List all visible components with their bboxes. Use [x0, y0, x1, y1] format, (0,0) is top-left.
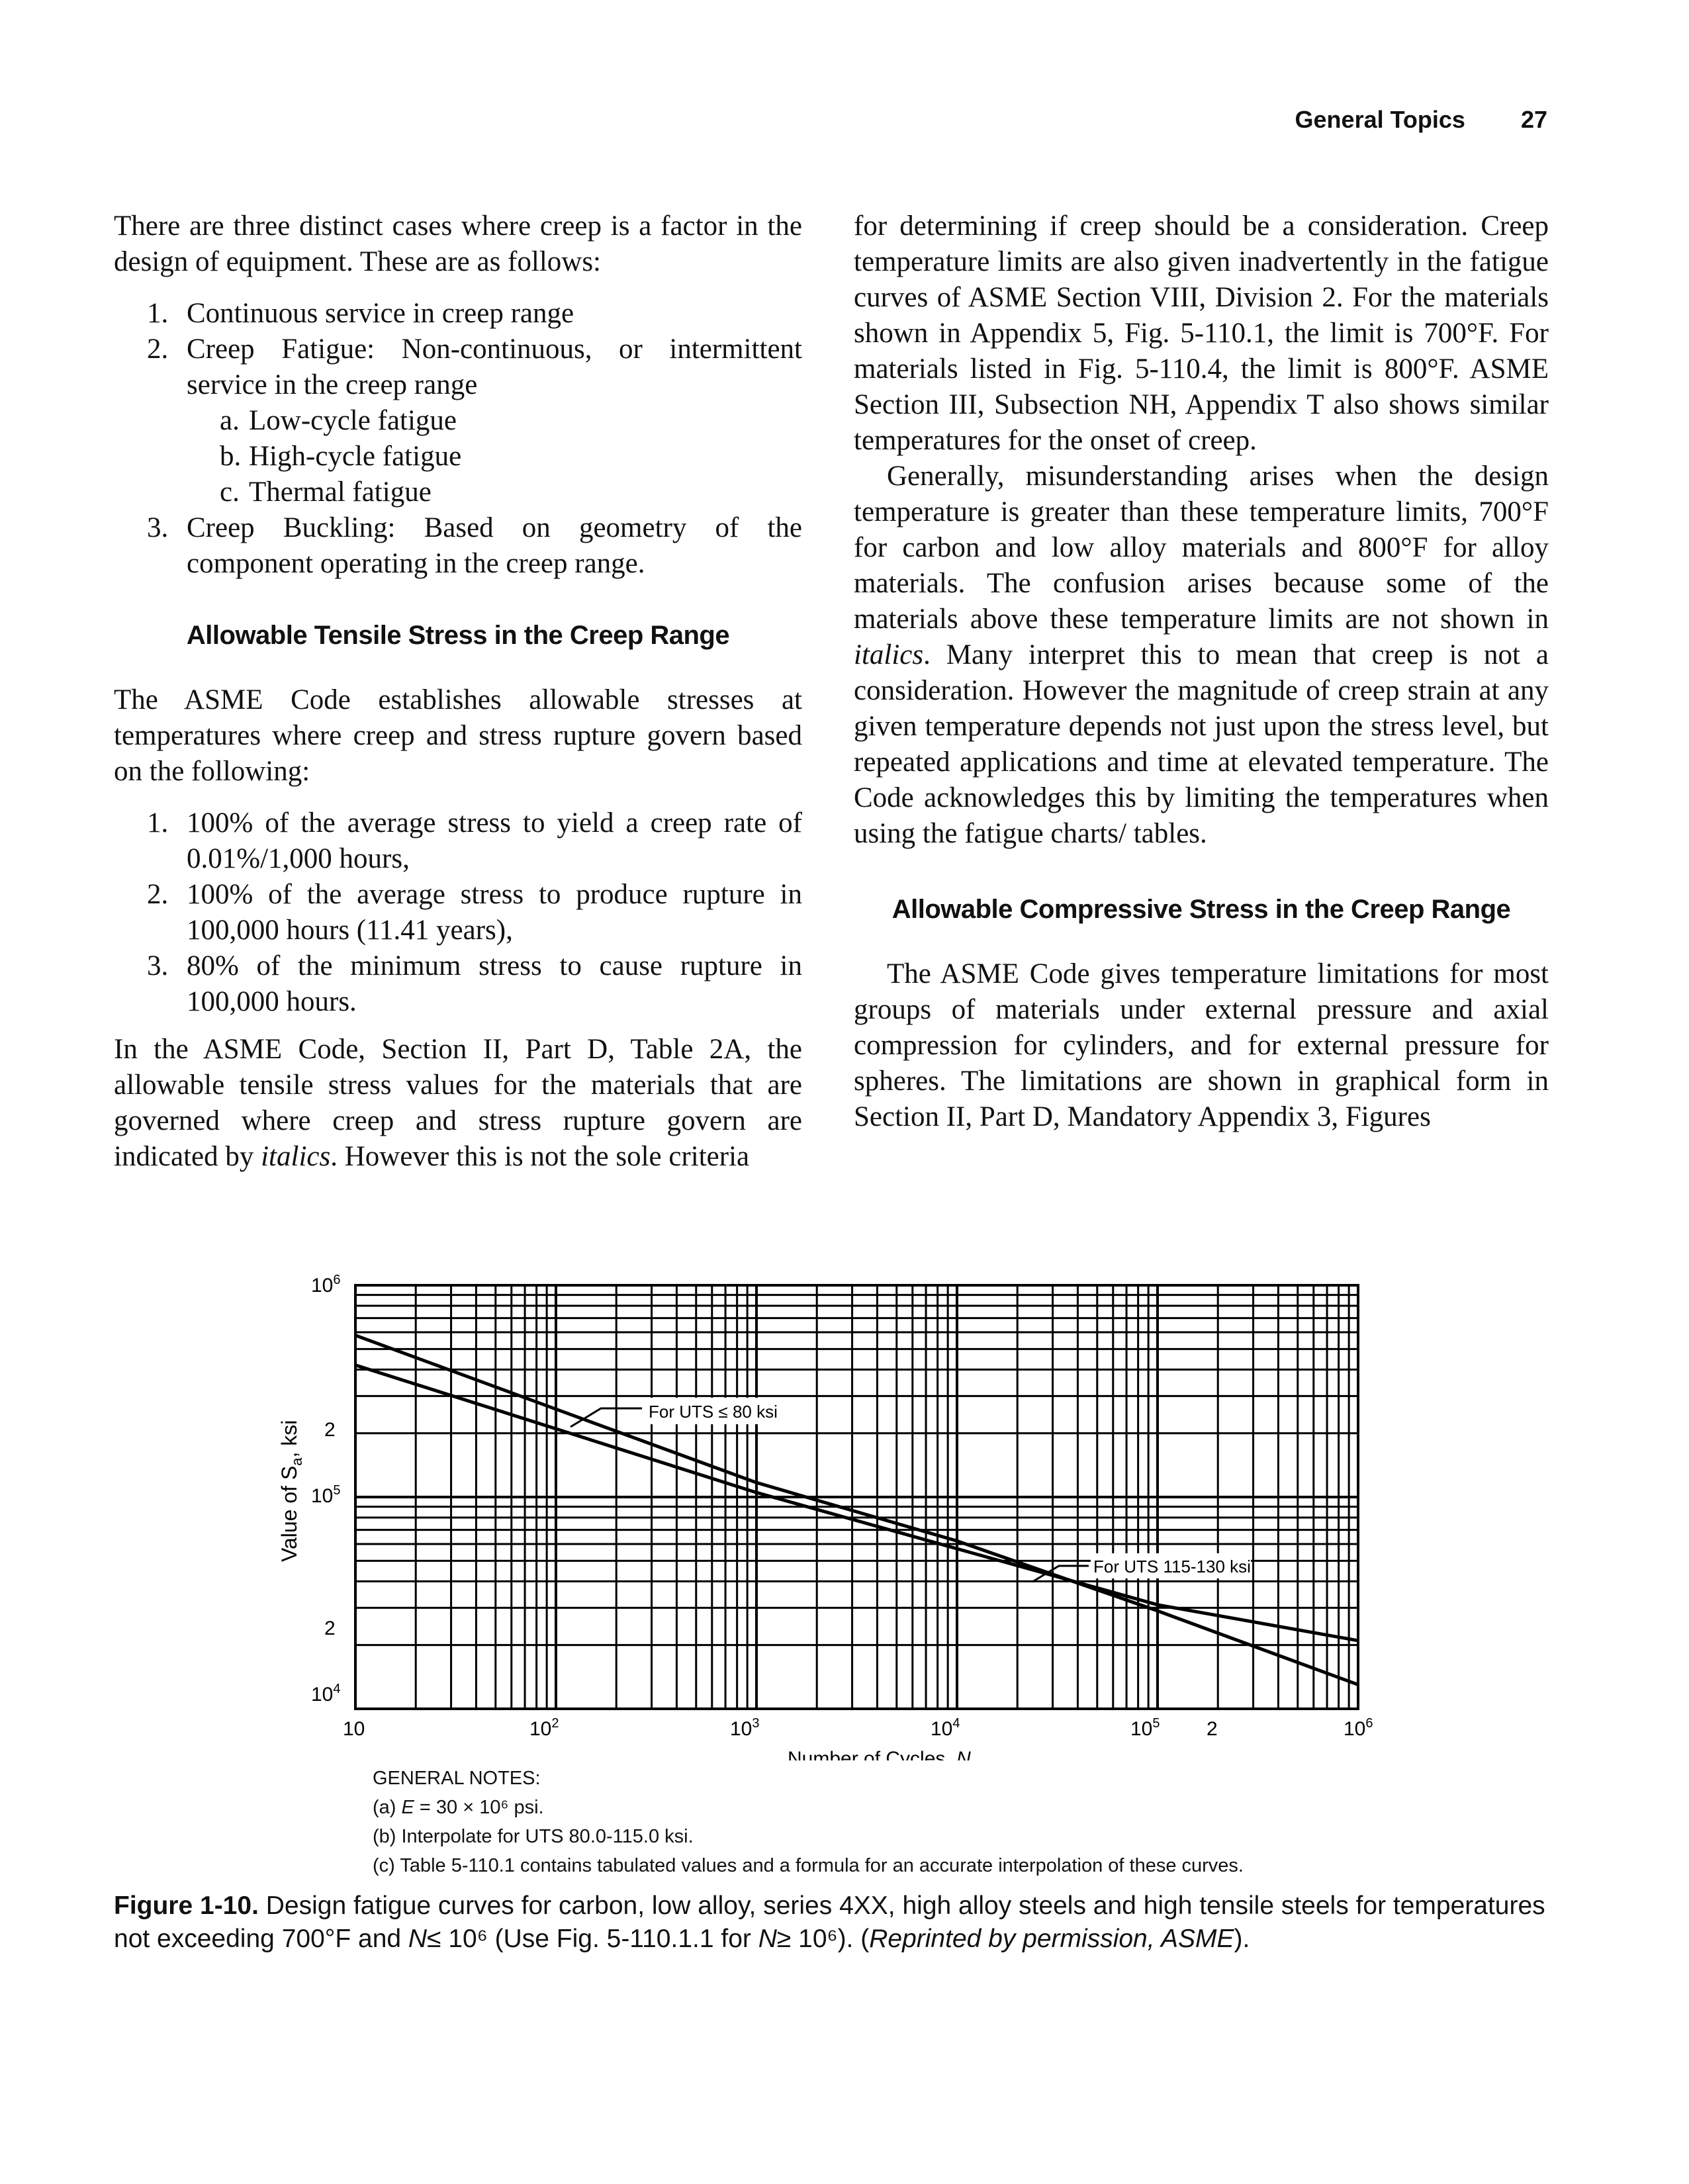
y-axis-title: Value of Sa, ksi	[277, 1420, 305, 1562]
note-b: (b) Interpolate for UTS 80.0-115.0 ksi.	[373, 1826, 694, 1847]
sub-list-item: a. Low-cycle fatigue	[187, 403, 802, 439]
list-number: 1.	[147, 298, 169, 329]
label-background	[1091, 1553, 1251, 1578]
leader-line	[570, 1407, 642, 1428]
italic-text: E	[401, 1797, 414, 1818]
leader-line	[1032, 1565, 1089, 1583]
text-run: . However this is not the sole criteria	[330, 1141, 750, 1172]
body-paragraph: The ASME Code establishes allowable stre…	[114, 684, 802, 787]
note-c: (c) Table 5-110.1 contains tabulated val…	[373, 1855, 1244, 1876]
label-background	[645, 1398, 781, 1424]
body-paragraph: In the ASME Code, Section II, Part D, Ta…	[114, 1032, 802, 1175]
fatigue-chart: 106 2 105 2 104 10 102 103 104 105 2 106…	[277, 1273, 1373, 1760]
caption-label: Figure 1-10.	[114, 1891, 259, 1920]
list-text: 100% of the average stress to produce ru…	[187, 879, 802, 946]
text-run: . Many interpret this to mean that creep…	[854, 639, 1549, 849]
list-item: 2. Creep Fatigue: Non-continuous, or int…	[114, 332, 802, 510]
text-run: In the ASME Code, Section II, Part D, Ta…	[114, 1034, 802, 1172]
list-number: 2.	[147, 879, 169, 910]
general-notes: GENERAL NOTES: (a) E = 30 × 10⁶ psi. (b)…	[373, 1764, 1244, 1880]
plot-frame	[354, 1284, 1359, 1710]
list-item: 1. 100% of the average stress to yield a …	[114, 805, 802, 877]
list-text: Creep Buckling: Based on geometry of the…	[187, 512, 802, 579]
list-item: 1. Continuous service in creep range	[114, 296, 802, 332]
x-tick-label: 103	[730, 1716, 760, 1740]
x-tick-label: 10	[343, 1718, 365, 1740]
list-number: a.	[220, 405, 240, 436]
curve-uts-80	[355, 1334, 1359, 1686]
italic-text: italics	[261, 1141, 331, 1172]
text-run: Design fatigue curves for carbon, low al…	[114, 1891, 1545, 1953]
curve-label-low: For UTS ≤ 80 ksi	[649, 1402, 778, 1422]
text-run: ≥ 10⁶). (	[776, 1925, 870, 1953]
italic-text: Reprinted by permission, ASME	[869, 1925, 1234, 1953]
sub-list-item: c. Thermal fatigue	[187, 475, 802, 510]
text-run: ≤ 10⁶ (Use Fig. 5-110.1.1 for	[427, 1925, 758, 1953]
sub-list: a. Low-cycle fatigue b.High-cycle fatigue…	[187, 403, 802, 510]
y-tick-label: 2	[324, 1419, 336, 1441]
body-paragraph: for determining if creep should be a con…	[854, 210, 1549, 456]
curve-uts-115-130	[355, 1363, 1359, 1643]
x-tick-label: 102	[529, 1716, 559, 1740]
y-tick-label: 104	[311, 1682, 341, 1706]
right-column: for determining if creep should be a con…	[854, 208, 1549, 1151]
list-number: 1.	[147, 807, 169, 839]
x-tick-label: 105	[1130, 1716, 1160, 1740]
list-text: Low-cycle fatigue	[249, 405, 457, 436]
section-title: General Topics	[1295, 106, 1465, 133]
section-heading: Allowable Tensile Stress in the Creep Ra…	[186, 621, 730, 650]
text-run: (a)	[373, 1797, 402, 1818]
page-number: 27	[1520, 106, 1547, 133]
list-text: Creep Fatigue: Non-continuous, or interm…	[187, 334, 802, 400]
figure-caption: Figure 1-10. Design fatigue curves for c…	[114, 1889, 1549, 1956]
creep-cases-list: 1. Continuous service in creep range 2. C…	[114, 296, 802, 582]
fatigue-curve-figure: 106 2 105 2 104 10 102 103 104 105 2 106…	[0, 1257, 1689, 1853]
x-axis-title: Number of Cycles, N	[788, 1748, 971, 1760]
list-number: 2.	[147, 334, 169, 365]
list-number: 3.	[147, 512, 169, 543]
stress-basis-list: 1. 100% of the average stress to yield a …	[114, 805, 802, 1020]
x-tick-label: 104	[931, 1716, 960, 1740]
list-number: b.	[220, 441, 242, 472]
list-text: High-cycle fatigue	[249, 441, 462, 472]
x-tick-label: 106	[1344, 1716, 1373, 1740]
text-run: ).	[1234, 1925, 1250, 1953]
text-run: = 30 × 10⁶ psi.	[414, 1797, 544, 1818]
list-item: 2. 100% of the average stress to produce …	[114, 877, 802, 948]
chart-grid	[354, 1285, 1358, 1710]
body-paragraph: Generally, misunderstanding arises when …	[854, 459, 1549, 852]
x-tick-label: 2	[1207, 1718, 1218, 1740]
italic-text: N	[408, 1925, 428, 1953]
italic-text: italics	[854, 639, 924, 670]
y-tick-label: 106	[311, 1273, 341, 1297]
note-a: (a) E = 30 × 10⁶ psi.	[373, 1793, 1244, 1822]
list-item: 3. Creep Buckling: Based on geometry of t…	[114, 510, 802, 582]
list-text: Thermal fatigue	[249, 477, 432, 508]
list-number: c.	[220, 477, 240, 508]
running-header: General Topics 27	[1295, 106, 1547, 134]
list-number: 3.	[147, 950, 169, 981]
list-text: 80% of the minimum stress to cause ruptu…	[187, 950, 802, 1017]
list-body: Creep Fatigue: Non-continuous, or interm…	[187, 332, 802, 510]
notes-title: GENERAL NOTES:	[373, 1768, 541, 1789]
list-item: 3. 80% of the minimum stress to cause rup…	[114, 948, 802, 1020]
list-text: 100% of the average stress to yield a cr…	[187, 807, 802, 874]
y-tick-label: 2	[324, 1617, 336, 1639]
left-column: There are three distinct cases where cre…	[114, 208, 802, 1175]
chart-curves	[355, 1334, 1359, 1686]
curve-label-high: For UTS 115-130 ksi	[1093, 1557, 1251, 1576]
body-paragraph: The ASME Code gives temperature limitati…	[854, 958, 1549, 1132]
sub-list-item: b.High-cycle fatigue	[187, 439, 802, 475]
text-run: Generally, misunderstanding arises when …	[854, 461, 1549, 635]
list-text: Continuous service in creep range	[187, 298, 574, 329]
italic-text: N	[758, 1925, 777, 1953]
section-heading: Allowable Compressive Stress in the Cree…	[891, 895, 1511, 924]
intro-paragraph: There are three distinct cases where cre…	[114, 210, 802, 277]
y-tick-label: 105	[311, 1483, 341, 1507]
